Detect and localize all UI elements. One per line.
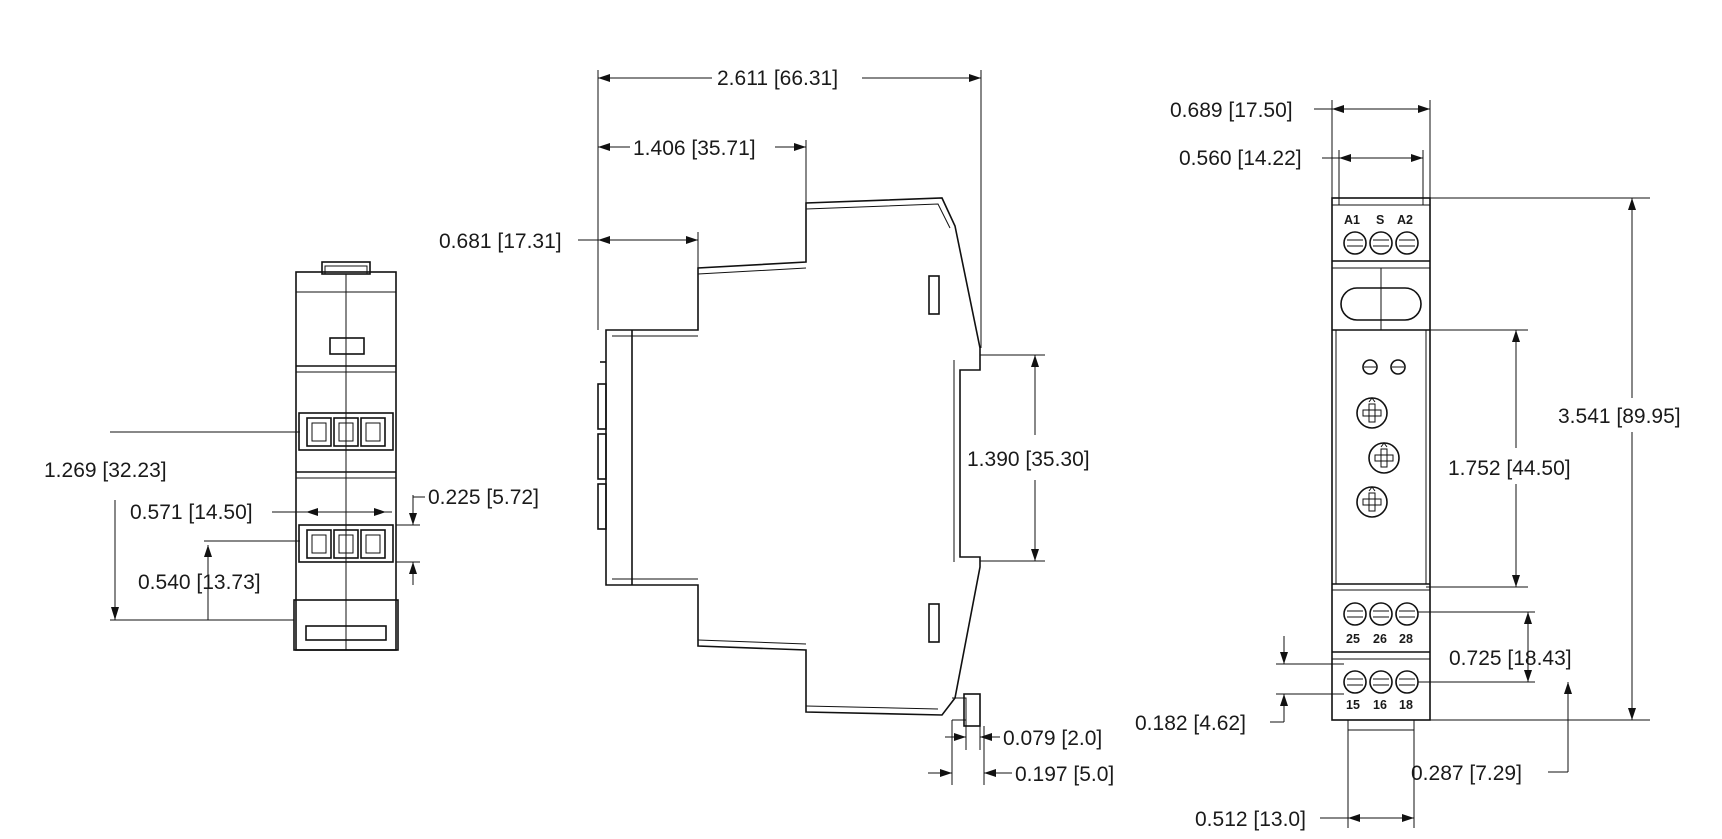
- dim-label: 0.197 [5.0]: [1015, 763, 1114, 786]
- dim-label: 0.225 [5.72]: [428, 486, 539, 509]
- dim-label: 0.725 [18.43]: [1449, 647, 1572, 670]
- screw-terminal-icon[interactable]: [1395, 602, 1419, 626]
- dim-side-step-depth: 1.406 [35.71]: [598, 137, 807, 203]
- dim-label: 1.269 [32.23]: [44, 459, 167, 482]
- dim-label: 0.287 [7.29]: [1411, 762, 1522, 785]
- dim-label: 0.182 [4.62]: [1135, 712, 1246, 735]
- terminal-label: A1: [1344, 213, 1360, 227]
- side-view: 2.611 [66.31] 1.406 [35.71] 0.681 [17.31…: [439, 67, 1114, 786]
- adjust-knob-icon[interactable]: [1356, 486, 1388, 518]
- dim-label: 2.611 [66.31]: [717, 67, 838, 90]
- adjust-knob-icon[interactable]: [1356, 397, 1388, 429]
- dim-side-overall-depth: 2.611 [66.31]: [597, 67, 982, 348]
- dim-face-inner-width: 0.560 [14.22]: [1179, 147, 1424, 205]
- side-view-body: [597, 197, 981, 727]
- screw-terminal-icon[interactable]: [1343, 670, 1367, 694]
- front-view: 1.269 [32.23] 0.571 [14.50] 0.540 [13.73…: [44, 261, 539, 651]
- dim-face-terminal-row: 0.725 [18.43]: [1418, 611, 1572, 683]
- face-view: A1 S A2 25 26 28 15 16 18 0.689 [17.5: [1135, 99, 1681, 831]
- dim-label: 1.406 [35.71]: [633, 137, 756, 160]
- dim-side-front-depth: 0.681 [17.31]: [439, 230, 699, 268]
- dim-label: 0.681 [17.31]: [439, 230, 562, 253]
- dim-front-lower-height: 0.540 [13.73]: [138, 540, 300, 620]
- dim-label: 0.540 [13.73]: [138, 571, 261, 594]
- dim-label: 0.571 [14.50]: [130, 501, 253, 524]
- terminal-label: 15: [1346, 698, 1360, 712]
- dim-face-rail-width: 0.512 [13.0]: [1195, 730, 1415, 831]
- terminal-label: 28: [1399, 632, 1413, 646]
- screw-terminal-icon[interactable]: [1395, 670, 1419, 694]
- led-indicator: [1362, 359, 1378, 375]
- dim-face-terminal-offset: 0.182 [4.62]: [1135, 636, 1344, 735]
- led-indicator: [1390, 359, 1406, 375]
- dim-front-terminal-width: 0.571 [14.50]: [130, 501, 392, 524]
- dim-side-clip-large: 0.197 [5.0]: [928, 720, 1114, 786]
- front-view-body: [293, 261, 399, 651]
- dim-label: 0.689 [17.50]: [1170, 99, 1293, 122]
- dim-label: 3.541 [89.95]: [1558, 405, 1681, 428]
- face-view-body: A1 S A2 25 26 28 15 16 18: [1331, 197, 1431, 731]
- terminal-label: 16: [1373, 698, 1387, 712]
- screw-terminal-icon[interactable]: [1369, 602, 1393, 626]
- screw-terminal-icon[interactable]: [1343, 231, 1367, 255]
- dim-label: 1.752 [44.50]: [1448, 457, 1571, 480]
- dim-label: 0.560 [14.22]: [1179, 147, 1302, 170]
- dim-label: 0.079 [2.0]: [1003, 727, 1102, 750]
- dim-side-clip-small: 0.079 [2.0]: [945, 720, 1102, 750]
- terminal-label: S: [1376, 213, 1384, 227]
- screw-terminal-icon[interactable]: [1369, 231, 1393, 255]
- terminal-label: A2: [1397, 213, 1413, 227]
- dim-label: 1.390 [35.30]: [967, 448, 1090, 471]
- dim-face-bottom-offset: 0.287 [7.29]: [1411, 682, 1580, 785]
- screw-terminal-icon[interactable]: [1395, 231, 1419, 255]
- dim-label: 0.512 [13.0]: [1195, 808, 1306, 831]
- dim-face-height: 1.752 [44.50]: [1426, 329, 1571, 588]
- dim-face-outer-width: 0.689 [17.50]: [1170, 99, 1431, 198]
- terminal-label: 25: [1346, 632, 1360, 646]
- terminal-label: 26: [1373, 632, 1387, 646]
- adjust-knob-icon[interactable]: [1368, 442, 1400, 474]
- screw-terminal-icon[interactable]: [1343, 602, 1367, 626]
- terminal-label: 18: [1399, 698, 1413, 712]
- dim-front-height: 1.269 [32.23]: [44, 431, 300, 621]
- screw-terminal-icon[interactable]: [1369, 670, 1393, 694]
- dim-side-din-clip: 1.390 [35.30]: [967, 354, 1090, 562]
- dim-front-terminal-pitch: 0.225 [5.72]: [396, 486, 539, 585]
